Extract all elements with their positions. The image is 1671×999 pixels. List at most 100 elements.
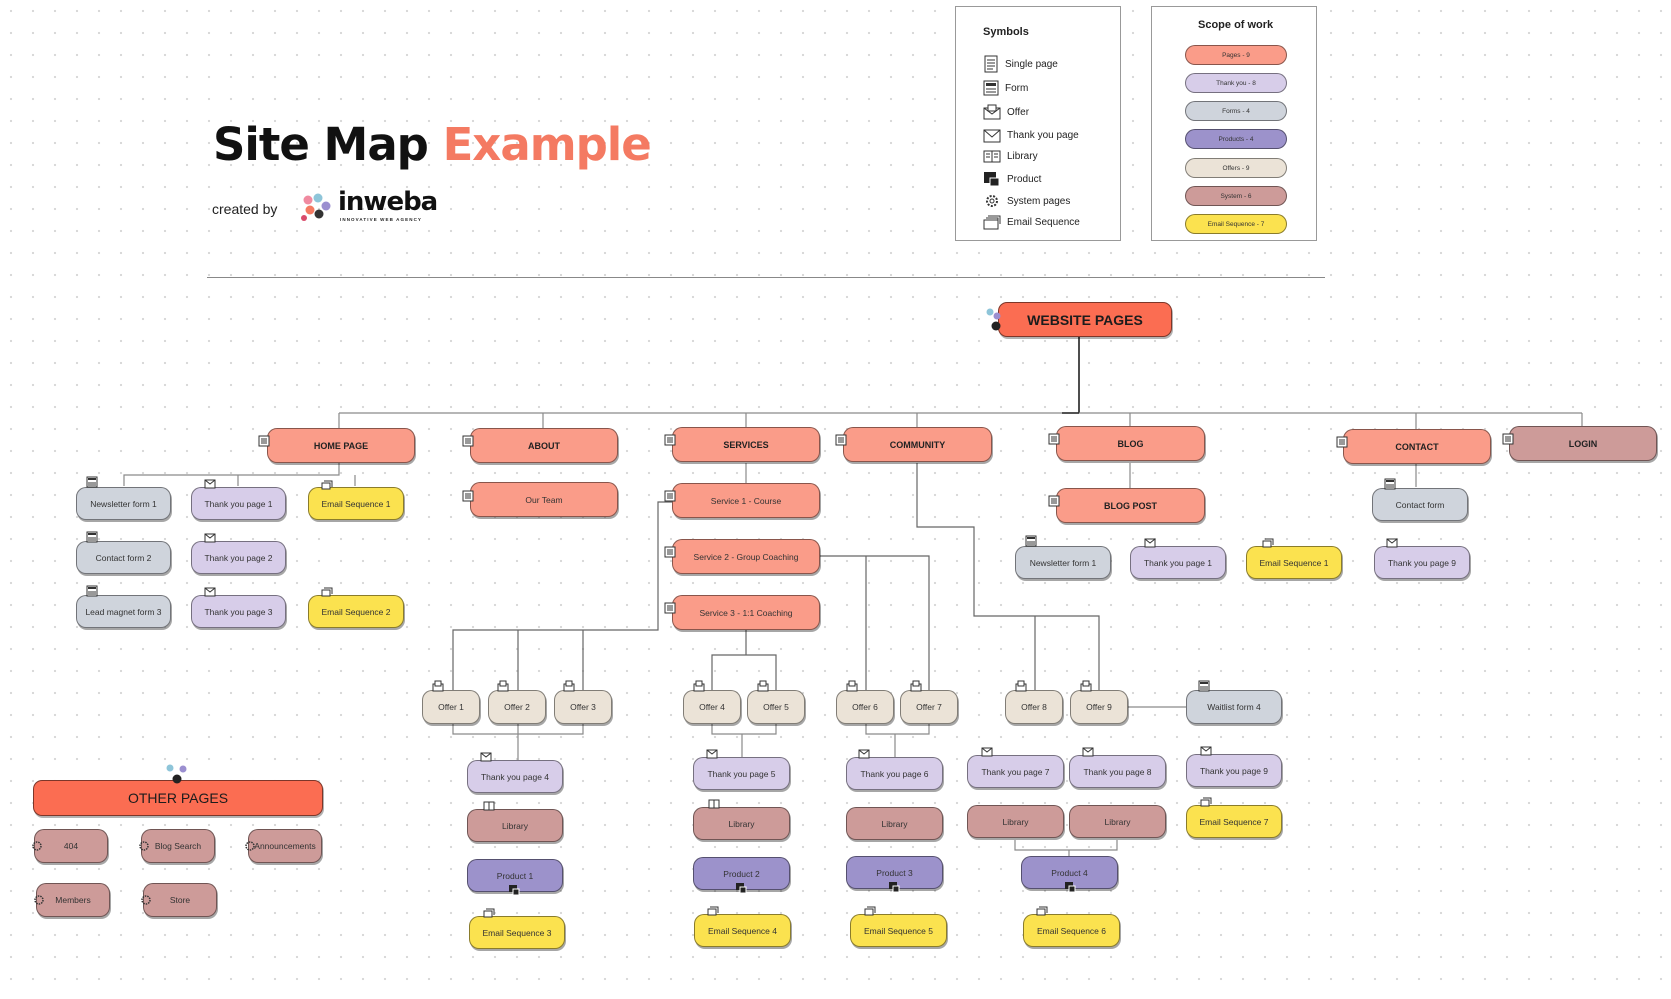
puzzle-icon [166,764,187,784]
node-thank-you-page-2[interactable]: Thank you page 2 [191,541,286,574]
node-email-sequence-4[interactable]: Email Sequence 4 [694,914,791,947]
node-library-1[interactable]: Library [467,809,563,842]
node-library-3[interactable]: Library [846,807,943,840]
scope-thank-you: Thank you - 8 [1185,73,1287,93]
node-service-2[interactable]: Service 2 - Group Coaching [672,539,820,574]
email-sequence-icon [864,906,876,916]
library-icon [708,799,720,809]
node-thank-you-page-4[interactable]: Thank you page 4 [467,760,563,793]
node-offer-8[interactable]: Offer 8 [1005,690,1063,724]
node-service-1[interactable]: Service 1 - Course [672,483,820,518]
symbols-title: Symbols [983,26,1029,38]
node-our-team[interactable]: Our Team [470,482,618,517]
symbol-label: Single page [1005,58,1058,70]
product-icon [984,172,1000,187]
offer-icon [432,680,444,692]
node-offer-5[interactable]: Offer 5 [747,690,805,724]
node-home-page[interactable]: HOME PAGE [267,428,415,463]
node-service-3[interactable]: Service 3 - 1:1 Coaching [672,595,820,630]
node-blog-newsletter-form-1[interactable]: Newsletter form 1 [1015,546,1111,579]
node-thank-you-page-5[interactable]: Thank you page 5 [693,757,790,790]
offer-icon [693,680,705,692]
node-thank-you-page-9[interactable]: Thank you page 9 [1186,754,1282,787]
node-blog[interactable]: BLOG [1056,426,1205,461]
scope-of-work-legend: Scope of work Pages - 9 Thank you - 8 Fo… [1151,6,1317,241]
thank-you-icon [204,533,216,543]
thank-you-icon [480,752,492,762]
node-email-sequence-1[interactable]: Email Sequence 1 [308,487,404,520]
node-blog-email-sequence-1[interactable]: Email Sequence 1 [1246,546,1342,579]
header-divider [207,277,1325,278]
single-page-icon [1048,495,1060,507]
node-login[interactable]: LOGIN [1509,426,1657,461]
single-page-icon [1048,433,1060,445]
email-sequence-icon [983,215,1001,230]
offer-icon [1015,680,1027,692]
puzzle-icon [986,308,1001,331]
node-about[interactable]: ABOUT [470,428,618,463]
email-sequence-icon [707,906,719,916]
product-icon [1065,882,1076,893]
thank-you-icon [983,129,1001,143]
system-gear-icon [139,841,149,851]
node-offer-3[interactable]: Offer 3 [554,690,612,724]
node-offer-1[interactable]: Offer 1 [422,690,480,724]
node-library-5[interactable]: Library [1069,805,1166,838]
node-offer-6[interactable]: Offer 6 [836,690,894,724]
scope-forms: Forms - 4 [1185,101,1287,121]
symbol-label: Form [1005,82,1029,94]
symbol-thank-you: Thank you page [983,127,1079,143]
node-blog-search[interactable]: Blog Search [141,829,215,863]
node-members[interactable]: Members [36,883,110,917]
scope-email-sequence: Email Sequence - 7 [1185,214,1287,234]
node-blog-post[interactable]: BLOG POST [1056,488,1205,523]
node-services[interactable]: SERVICES [672,427,820,462]
system-gear-icon [32,841,42,851]
form-icon [1025,535,1037,547]
node-email-sequence-5[interactable]: Email Sequence 5 [850,914,947,947]
library-icon [483,801,495,811]
email-sequence-icon [321,480,333,490]
other-pages-head[interactable]: OTHER PAGES [33,780,323,816]
thank-you-icon [1386,538,1398,548]
node-library-4[interactable]: Library [967,805,1064,838]
node-404[interactable]: 404 [34,829,108,863]
symbol-label: Library [1007,150,1038,162]
node-newsletter-form-1[interactable]: Newsletter form 1 [76,487,171,520]
node-community[interactable]: COMMUNITY [843,427,992,462]
single-page-icon [462,490,474,502]
node-offer-9[interactable]: Offer 9 [1070,690,1128,724]
node-thank-you-page-1[interactable]: Thank you page 1 [191,487,286,520]
thank-you-icon [858,749,870,759]
node-offer-7[interactable]: Offer 7 [900,690,958,724]
node-email-sequence-6[interactable]: Email Sequence 6 [1023,914,1120,947]
node-thank-you-page-6[interactable]: Thank you page 6 [846,757,943,790]
node-lead-magnet-form-3[interactable]: Lead magnet form 3 [76,595,171,628]
website-pages-root[interactable]: WEBSITE PAGES [998,302,1172,337]
symbol-product: Product [983,171,1041,187]
node-contact-thank-you-page-9[interactable]: Thank you page 9 [1374,546,1470,579]
node-announcements[interactable]: Announcements [248,829,322,863]
node-offer-2[interactable]: Offer 2 [488,690,546,724]
node-contact[interactable]: CONTACT [1343,429,1491,464]
system-gear-icon [34,895,44,905]
node-contact-form-2[interactable]: Contact form 2 [76,541,171,574]
node-email-sequence-3[interactable]: Email Sequence 3 [469,916,565,949]
node-contact-form[interactable]: Contact form [1372,488,1468,521]
node-library-2[interactable]: Library [693,807,790,840]
symbols-legend: Symbols Single page Form Offer Thank you… [955,6,1121,241]
node-thank-you-page-8[interactable]: Thank you page 8 [1069,755,1166,788]
email-sequence-icon [1262,538,1274,548]
thank-you-icon [204,587,216,597]
node-email-sequence-2[interactable]: Email Sequence 2 [308,595,404,628]
node-thank-you-page-3[interactable]: Thank you page 3 [191,595,286,628]
single-page-icon [835,434,847,446]
node-offer-4[interactable]: Offer 4 [683,690,741,724]
node-email-sequence-7[interactable]: Email Sequence 7 [1186,805,1282,838]
node-waitlist-form-4[interactable]: Waitlist form 4 [1186,690,1282,724]
symbol-system: System pages [983,193,1070,209]
node-blog-thank-you-page-1[interactable]: Thank you page 1 [1130,546,1226,579]
node-thank-you-page-7[interactable]: Thank you page 7 [967,755,1064,788]
offer-icon [497,680,509,692]
node-store[interactable]: Store [143,883,217,917]
